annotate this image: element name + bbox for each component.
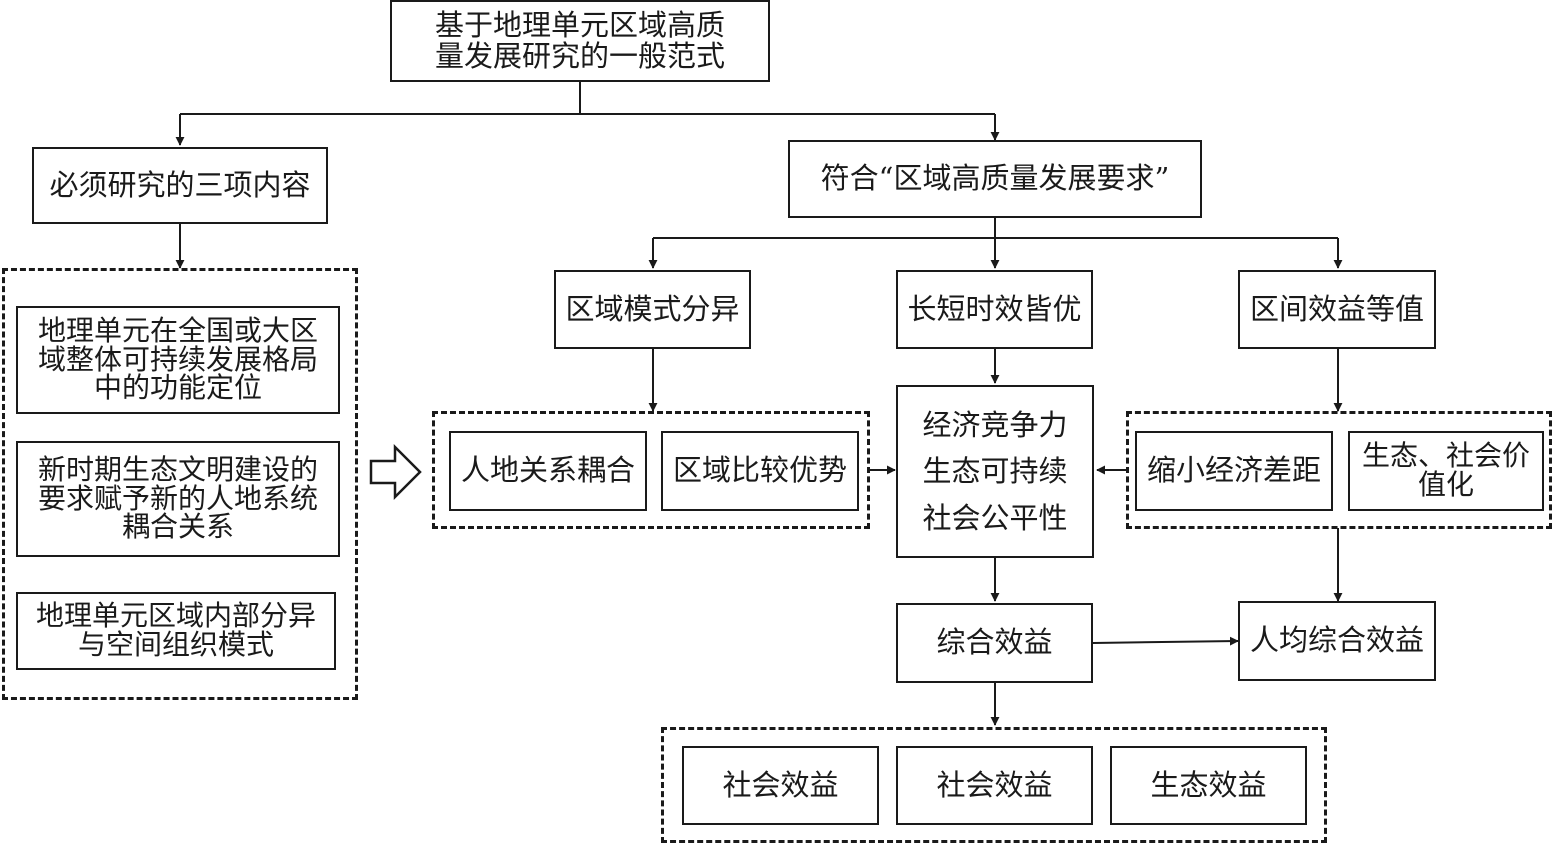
left-sub-1-text: 人地关系耦合 (460, 453, 635, 488)
left-item-1-line-3: 中的功能定位 (93, 371, 262, 405)
left-item-2-line-2: 要求赋予新的人地系统 (37, 481, 318, 515)
benefit-box-1: 社会效益 (682, 746, 879, 825)
right-header-text: 符合“区域高质量发展要求” (820, 161, 1170, 196)
core-line-2: 生态可持续 (922, 454, 1068, 489)
right-sub-box-1: 缩小经济差距 (1135, 431, 1333, 511)
combined-text: 综合效益 (936, 625, 1053, 660)
benefit-box-2: 社会效益 (896, 746, 1093, 825)
core-box: 经济竞争力 生态可持续 社会公平性 (896, 385, 1094, 558)
branch-box-2: 长短时效皆优 (896, 270, 1093, 349)
core-line-3: 社会公平性 (922, 500, 1068, 535)
left-header-text: 必须研究的三项内容 (49, 167, 311, 202)
title-line-1: 基于地理单元区域高质 (434, 7, 725, 42)
right-sub-dashed-group (1126, 411, 1552, 529)
title-box: 基于地理单元区域高质 量发展研究的一般范式 (390, 0, 770, 82)
right-sub-box-2: 生态、社会价值化 (1348, 431, 1544, 511)
left-sub-box-1: 人地关系耦合 (449, 431, 647, 511)
branch-1-text: 区域模式分异 (565, 291, 740, 326)
branch-box-1: 区域模式分异 (554, 270, 751, 349)
benefits-dashed-group (661, 727, 1327, 843)
left-sub-dashed-group (432, 411, 870, 529)
left-sub-2-text: 区域比较优势 (672, 453, 847, 488)
right-header-box: 符合“区域高质量发展要求” (788, 140, 1202, 218)
per-capita-box: 人均综合效益 (1238, 601, 1436, 681)
core-line-1: 经济竞争力 (922, 407, 1068, 442)
title-line-2: 量发展研究的一般范式 (434, 39, 725, 73)
left-dashed-group (2, 268, 358, 700)
left-item-2: 新时期生态文明建设的 要求赋予新的人地系统 耦合关系 (16, 441, 340, 557)
right-sub-2-text: 生态、社会价值化 (1361, 439, 1530, 501)
benefit-3-text: 生态效益 (1150, 767, 1267, 802)
branch-3-text: 区间效益等值 (1249, 291, 1424, 326)
per-capita-text: 人均综合效益 (1249, 623, 1424, 658)
left-item-3-line-1: 地理单元区域内部分异 (35, 599, 316, 633)
left-item-1-line-2: 域整体可持续发展格局 (37, 342, 318, 376)
left-item-3-line-2: 与空间组织模式 (77, 628, 274, 661)
branch-2-text: 长短时效皆优 (907, 291, 1082, 326)
left-item-2-line-1: 新时期生态文明建设的 (37, 453, 318, 487)
left-sub-box-2: 区域比较优势 (661, 431, 859, 511)
left-header-box: 必须研究的三项内容 (32, 147, 328, 224)
right-sub-1-text: 缩小经济差距 (1146, 453, 1321, 488)
benefit-2-text: 社会效益 (936, 767, 1053, 802)
left-item-1: 地理单元在全国或大区 域整体可持续发展格局 中的功能定位 (16, 306, 340, 414)
left-item-3: 地理单元区域内部分异 与空间组织模式 (16, 592, 336, 670)
branch-box-3: 区间效益等值 (1238, 270, 1436, 349)
benefit-1-text: 社会效益 (722, 767, 839, 802)
left-item-1-line-1: 地理单元在全国或大区 (37, 314, 318, 348)
combined-box: 综合效益 (896, 603, 1093, 683)
hollow-right-arrow (369, 443, 422, 501)
arrow-combined-to-per-capita (1092, 636, 1239, 646)
benefit-box-3: 生态效益 (1110, 746, 1307, 825)
left-item-2-line-3: 耦合关系 (121, 510, 234, 544)
